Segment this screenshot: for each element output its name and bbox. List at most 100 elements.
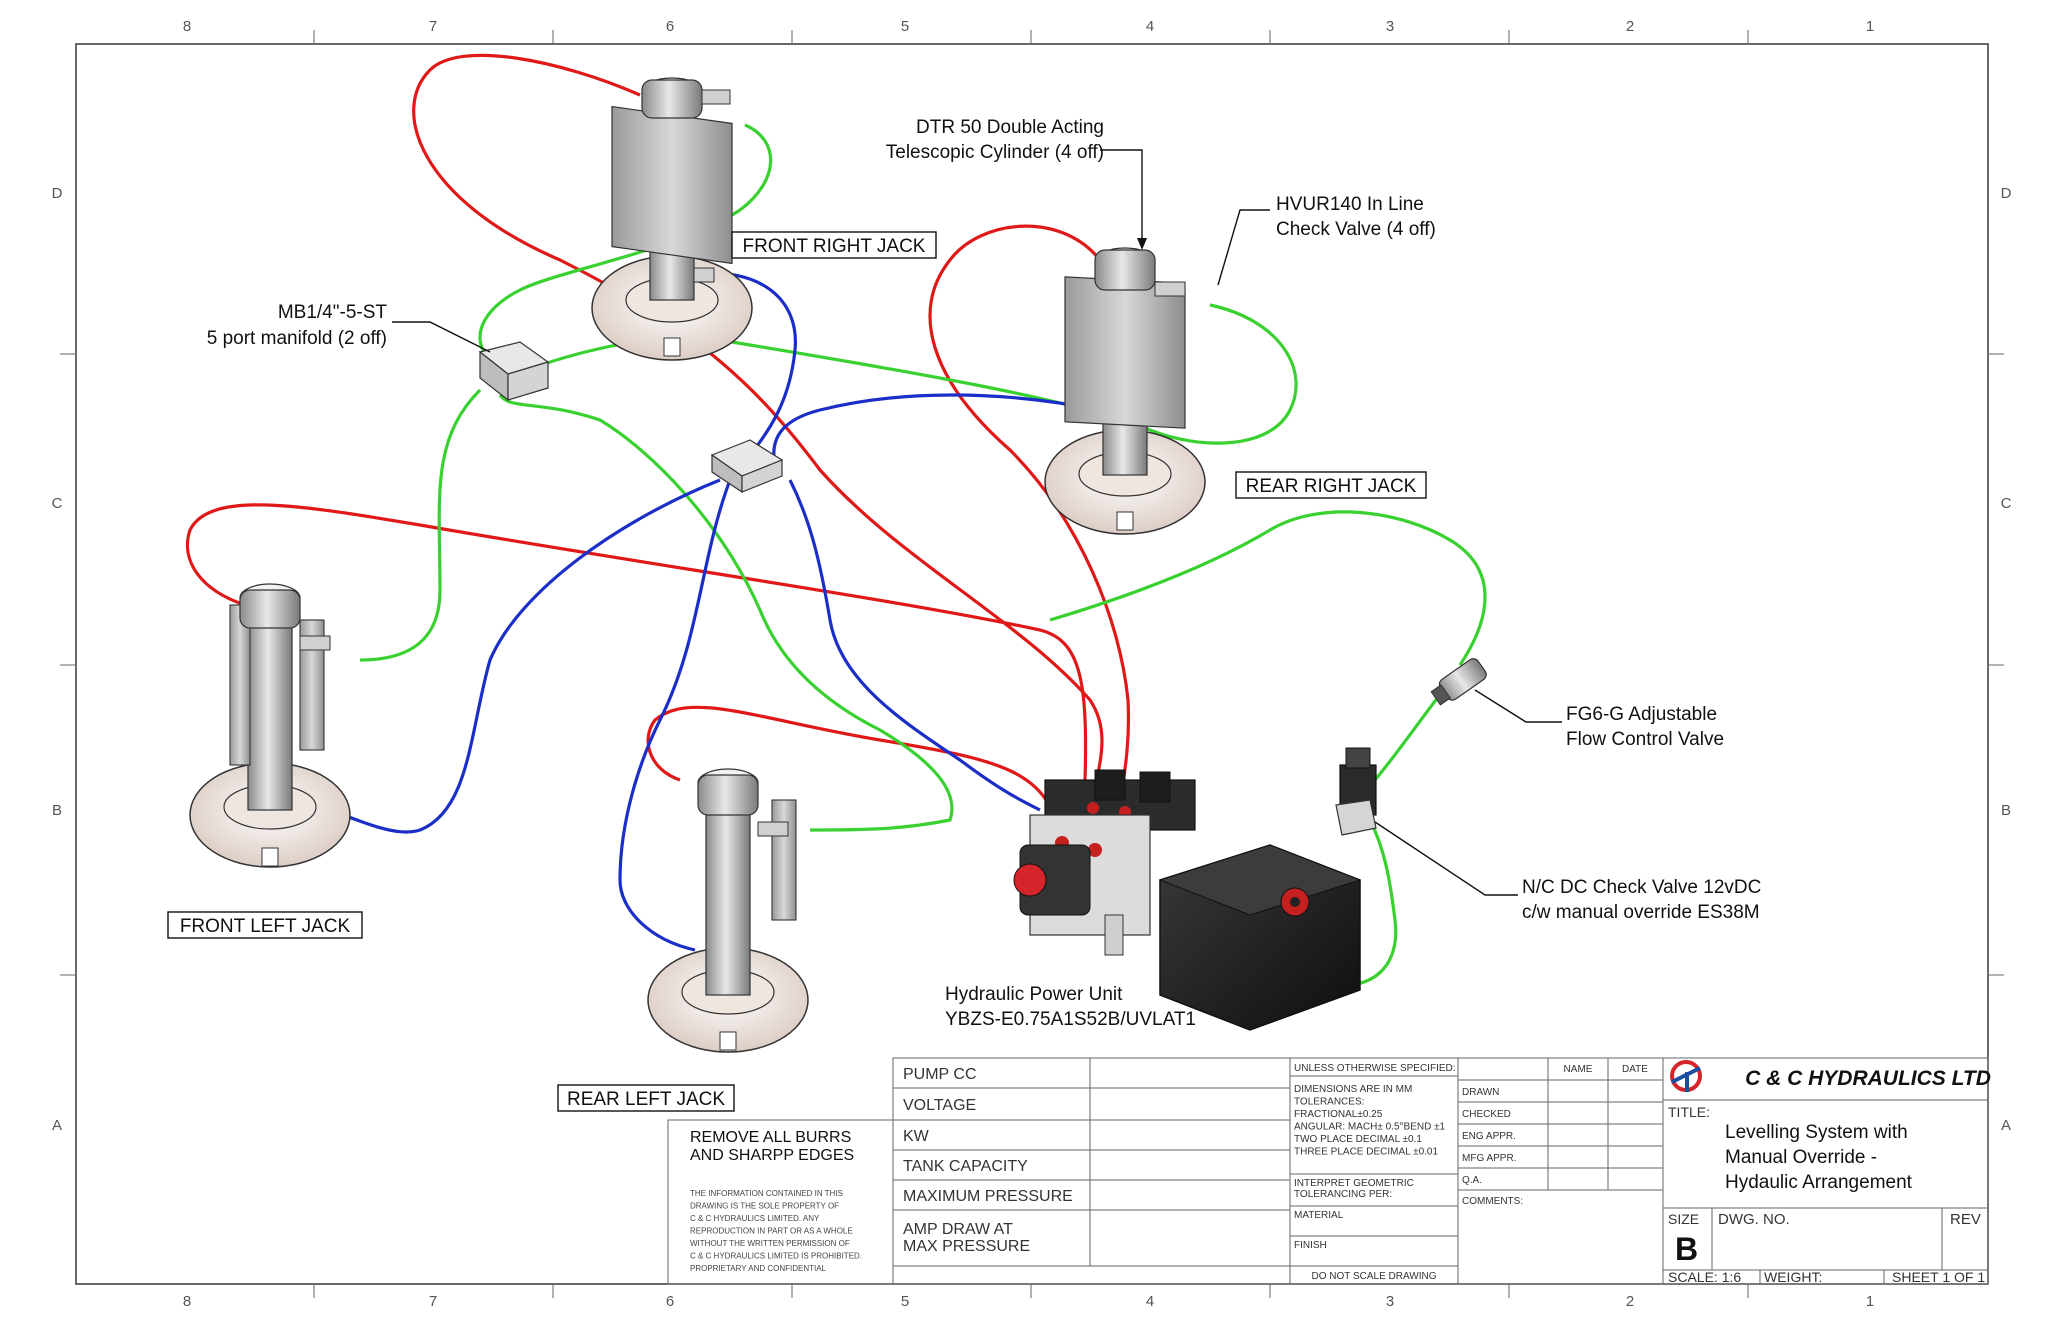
svg-text:REAR LEFT JACK: REAR LEFT JACK	[567, 1089, 725, 1110]
name-header: NAME	[1564, 1064, 1593, 1075]
date-header: DATE	[1622, 1064, 1648, 1075]
zone-label-right: B	[2001, 802, 2011, 819]
red-hose-rear-right	[928, 224, 1131, 791]
zone-label-top: 3	[1386, 18, 1394, 35]
flow-valve-label-line2: Flow Control Valve	[1566, 729, 1724, 750]
zone-label-bottom: 5	[901, 1293, 909, 1310]
zone-label-left: C	[52, 495, 63, 512]
green-hose-rear-left	[498, 393, 954, 832]
green-hose-front-left	[359, 388, 482, 662]
spec-row-label: KW	[903, 1128, 930, 1145]
svg-text:FRONT RIGHT JACK: FRONT RIGHT JACK	[743, 236, 926, 257]
tolerance-line: DIMENSIONS ARE IN MM	[1294, 1084, 1412, 1095]
jack-front-left	[189, 583, 351, 868]
hpu-label-line1: Hydraulic Power Unit	[945, 984, 1123, 1005]
svg-text:FRONT LEFT JACK: FRONT LEFT JACK	[180, 916, 351, 937]
zone-label-left: D	[52, 185, 63, 202]
spec-row-label: MAXIMUM PRESSURE	[903, 1188, 1073, 1205]
zone-label-left: A	[52, 1117, 62, 1134]
spec-row-label: VOLTAGE	[903, 1097, 976, 1114]
green-hose-flow-valve	[1049, 510, 1487, 666]
zone-label-bottom: 3	[1386, 1293, 1394, 1310]
title-line: Levelling System with	[1725, 1122, 1908, 1143]
zone-label-top: 6	[666, 18, 674, 35]
title-block-text: REMOVE ALL BURRS AND SHARPP EDGES THE IN…	[690, 1060, 1991, 1285]
zone-label-top: 2	[1626, 18, 1634, 35]
zone-label-bottom: 7	[429, 1293, 437, 1310]
remove-burrs-line2: AND SHARPP EDGES	[690, 1147, 854, 1164]
approval-row-label: Q.A.	[1462, 1175, 1482, 1186]
size-label: SIZE	[1668, 1211, 1699, 1227]
spec-row-label: TANK CAPACITY	[903, 1158, 1028, 1175]
notice-line: THE INFORMATION CONTAINED IN THIS	[690, 1189, 843, 1198]
material-label: MATERIAL	[1294, 1210, 1344, 1221]
callout-solenoid: N/C DC Check Valve 12vDC c/w manual over…	[1374, 821, 1761, 923]
notice-line: C & C HYDRAULICS LIMITED IS PROHIBITED.	[690, 1252, 862, 1261]
red-hose-front-right	[412, 53, 1104, 791]
jack-rear-right	[1044, 247, 1206, 535]
tolerance-line: THREE PLACE DECIMAL ±0.01	[1294, 1147, 1438, 1158]
zone-label-top: 4	[1146, 18, 1154, 35]
manifold-upper	[478, 341, 550, 402]
approval-row-label: CHECKED	[1462, 1109, 1511, 1120]
zone-label-right: D	[2001, 185, 2012, 202]
proprietary-notice: THE INFORMATION CONTAINED IN THIS DRAWING…	[690, 1189, 862, 1273]
spec-row-label: PUMP CC	[903, 1066, 977, 1083]
company-name: C & C HYDRAULICS LTD	[1745, 1067, 1991, 1090]
hydraulic-hoses	[185, 53, 1487, 988]
blue-hose-front-left	[299, 478, 721, 834]
solenoid-label-line1: N/C DC Check Valve 12vDC	[1522, 877, 1761, 898]
flow-valve-label-line1: FG6-G Adjustable	[1566, 704, 1717, 725]
scale-value: SCALE: 1:6	[1668, 1269, 1741, 1285]
callout-manifold: MB1/4"-5-ST 5 port manifold (2 off)	[207, 302, 491, 353]
spec-table: PUMP CC VOLTAGE KW TANK CAPACITY MAXIMUM PRE…	[903, 1066, 1073, 1205]
solenoid-label-line2: c/w manual override ES38M	[1522, 902, 1760, 923]
blue-hose-front-right	[689, 271, 797, 456]
title-block	[667, 1057, 1989, 1285]
callout-hpu: Hydraulic Power Unit YBZS-E0.75A1S52B/UV…	[945, 984, 1196, 1030]
interpret-line1: INTERPRET GEOMETRIC	[1294, 1178, 1414, 1189]
amp-draw-line1: AMP DRAW AT	[903, 1221, 1013, 1238]
manifold-label-line1: MB1/4"-5-ST	[278, 302, 388, 323]
rev-label: REV	[1950, 1211, 1981, 1228]
notice-line: PROPRIETARY AND CONFIDENTIAL	[690, 1264, 827, 1273]
green-hose-front-right	[478, 123, 773, 362]
red-hose-rear-left	[646, 705, 1062, 841]
check-valve-label-line2: Check Valve (4 off)	[1276, 219, 1436, 240]
blue-hose-rear-right	[772, 393, 1101, 466]
dwg-no-label: DWG. NO.	[1718, 1211, 1790, 1228]
notice-line: C & C HYDRAULICS LIMITED. ANY	[690, 1214, 820, 1223]
blue-hose-rear-left	[618, 479, 732, 952]
approval-row-label: MFG APPR.	[1462, 1153, 1516, 1164]
cylinder-label-line2: Telescopic Cylinder (4 off)	[886, 142, 1104, 163]
finish-label: FINISH	[1294, 1240, 1327, 1251]
notice-line: DRAWING IS THE SOLE PROPERTY OF	[690, 1202, 839, 1211]
interpret-line2: TOLERANCING PER:	[1294, 1189, 1392, 1200]
callout-cylinder: DTR 50 Double Acting Telescopic Cylinder…	[886, 117, 1147, 250]
cylinder-label-line1: DTR 50 Double Acting	[916, 117, 1104, 138]
approval-row-label: COMMENTS:	[1462, 1196, 1523, 1207]
zone-label-top: 8	[183, 18, 191, 35]
unless-specified: UNLESS OTHERWISE SPECIFIED:	[1294, 1063, 1456, 1074]
callout-flow-valve: FG6-G Adjustable Flow Control Valve	[1474, 689, 1724, 750]
zone-label-top: 7	[429, 18, 437, 35]
approval-row-label: ENG APPR.	[1462, 1131, 1516, 1142]
zone-label-bottom: 6	[666, 1293, 674, 1310]
check-valve-label-line1: HVUR140 In Line	[1276, 194, 1424, 215]
label-front-left-jack: FRONT LEFT JACK	[167, 911, 363, 939]
weight-label: WEIGHT:	[1764, 1269, 1822, 1285]
zone-label-left: B	[52, 802, 62, 819]
notice-line: REPRODUCTION IN PART OR AS A WHOLE	[690, 1227, 853, 1236]
manifold-label-line2: 5 port manifold (2 off)	[207, 328, 387, 349]
tolerance-line: TWO PLACE DECIMAL ±0.1	[1294, 1134, 1422, 1145]
green-hose-solenoid	[1373, 687, 1447, 782]
do-not-scale: DO NOT SCALE DRAWING	[1311, 1271, 1436, 1282]
zone-label-bottom: 4	[1146, 1293, 1154, 1310]
zone-label-bottom: 8	[183, 1293, 191, 1310]
title-line: Manual Override -	[1725, 1147, 1877, 1168]
tolerance-line: FRACTIONAL±0.25	[1294, 1109, 1383, 1120]
svg-text:REAR RIGHT JACK: REAR RIGHT JACK	[1246, 476, 1417, 497]
hydraulic-power-unit	[1013, 769, 1362, 1031]
approval-row-label: DRAWN	[1462, 1087, 1499, 1098]
